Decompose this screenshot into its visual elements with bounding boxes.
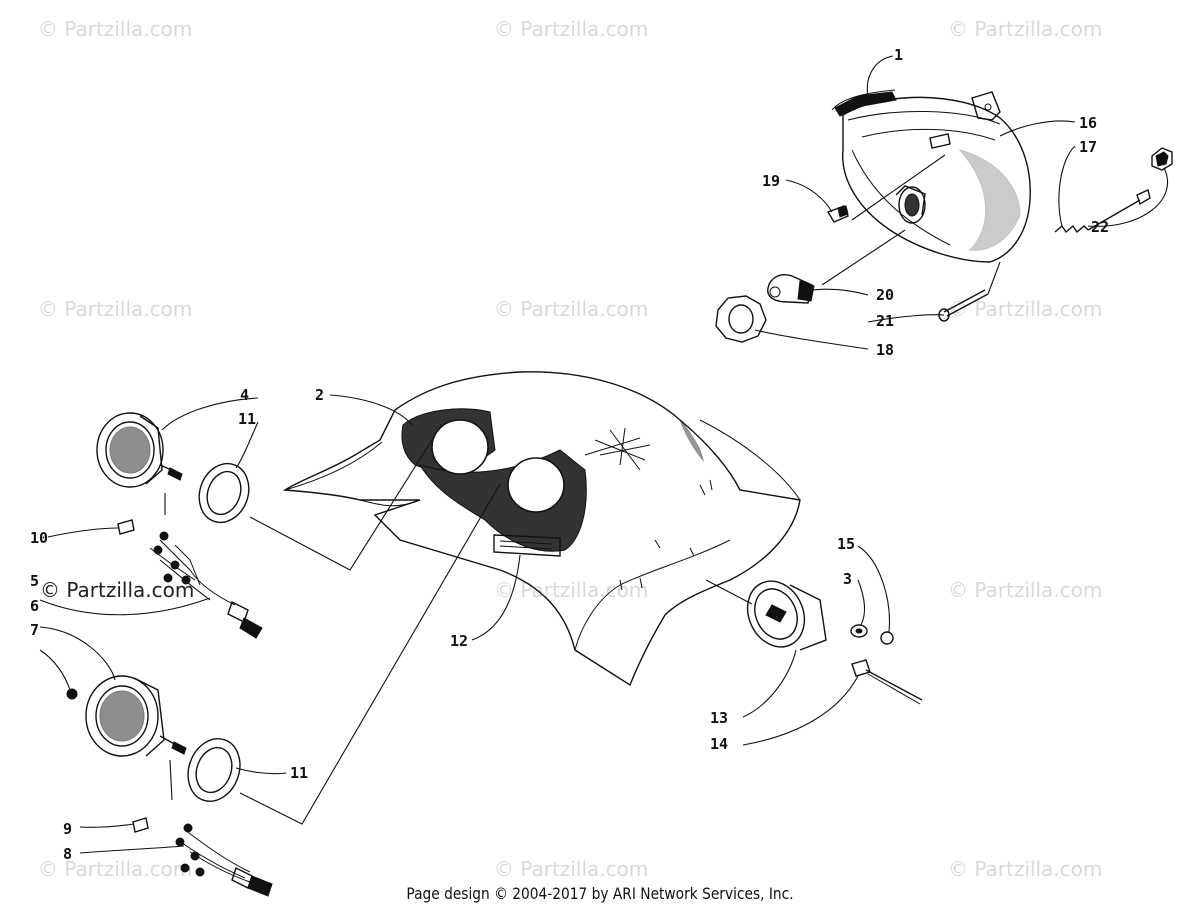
watermark: © Partzilla.com [38, 857, 193, 881]
bulb-20 [767, 274, 815, 304]
copyright-footer: Page design © 2004-2017 by ARI Network S… [406, 884, 794, 903]
watermark: © Partzilla.com [494, 578, 649, 602]
watermark: © Partzilla.com [38, 297, 193, 321]
screw-19 [826, 205, 849, 223]
callout-13: 13 [710, 709, 729, 727]
callout-10: 10 [30, 529, 49, 547]
bezel-ring-11a [198, 462, 250, 524]
bulb-9 [132, 817, 149, 833]
callout-8: 8 [63, 845, 73, 863]
callout-18: 18 [876, 341, 895, 359]
adjuster-nut-22 [1151, 147, 1173, 171]
hood-console-2 [282, 371, 801, 687]
watermark: © Partzilla.com [38, 17, 193, 41]
watermark: © Partzilla.com [494, 857, 649, 881]
callout-21: 21 [876, 312, 895, 330]
assembly-lines [164, 154, 1001, 825]
gauge-13 [746, 580, 827, 651]
washer-3 [850, 624, 868, 638]
retaining-ring-18 [715, 295, 767, 343]
callout-12: 12 [450, 632, 469, 650]
adjusting-screw-21 [938, 289, 989, 322]
callout-7: 7 [30, 621, 40, 639]
watermark: © Partzilla.com [948, 857, 1103, 881]
callout-5: 5 [30, 572, 40, 590]
callout-14: 14 [710, 735, 729, 753]
nut-15 [880, 631, 894, 645]
cable-14 [851, 659, 923, 705]
callout-1: 1 [894, 46, 904, 64]
callout-11: 11 [238, 410, 257, 428]
callout-22: 22 [1091, 218, 1110, 236]
bezel-ring-11b [187, 738, 241, 802]
bulb-10 [117, 519, 135, 535]
watermark: © Partzilla.com [948, 17, 1103, 41]
watermark: © Partzilla.com [494, 297, 649, 321]
callout-17: 17 [1079, 138, 1098, 156]
wire-harness-5 [149, 531, 263, 639]
wire-harness-8 [175, 823, 273, 897]
callout-6: 6 [30, 597, 40, 615]
trim-piece-1 [831, 89, 897, 117]
callout-11: 11 [290, 764, 309, 782]
gauge-6 [85, 675, 187, 757]
callout-4: 4 [240, 386, 250, 404]
callout-15: 15 [837, 535, 856, 553]
watermark: © Partzilla.com [494, 17, 649, 41]
callout-2: 2 [315, 386, 325, 404]
callout-9: 9 [63, 820, 73, 838]
nut-7 [66, 688, 78, 700]
watermark: © Partzilla.com [948, 578, 1103, 602]
headlight-housing [842, 91, 1031, 263]
leader-lines [39, 55, 1169, 854]
callout-16: 16 [1079, 114, 1098, 132]
callout-3: 3 [843, 570, 853, 588]
callout-20: 20 [876, 286, 895, 304]
callout-19: 19 [762, 172, 781, 190]
gauge-4 [96, 412, 183, 488]
bulb-socket [895, 185, 926, 224]
